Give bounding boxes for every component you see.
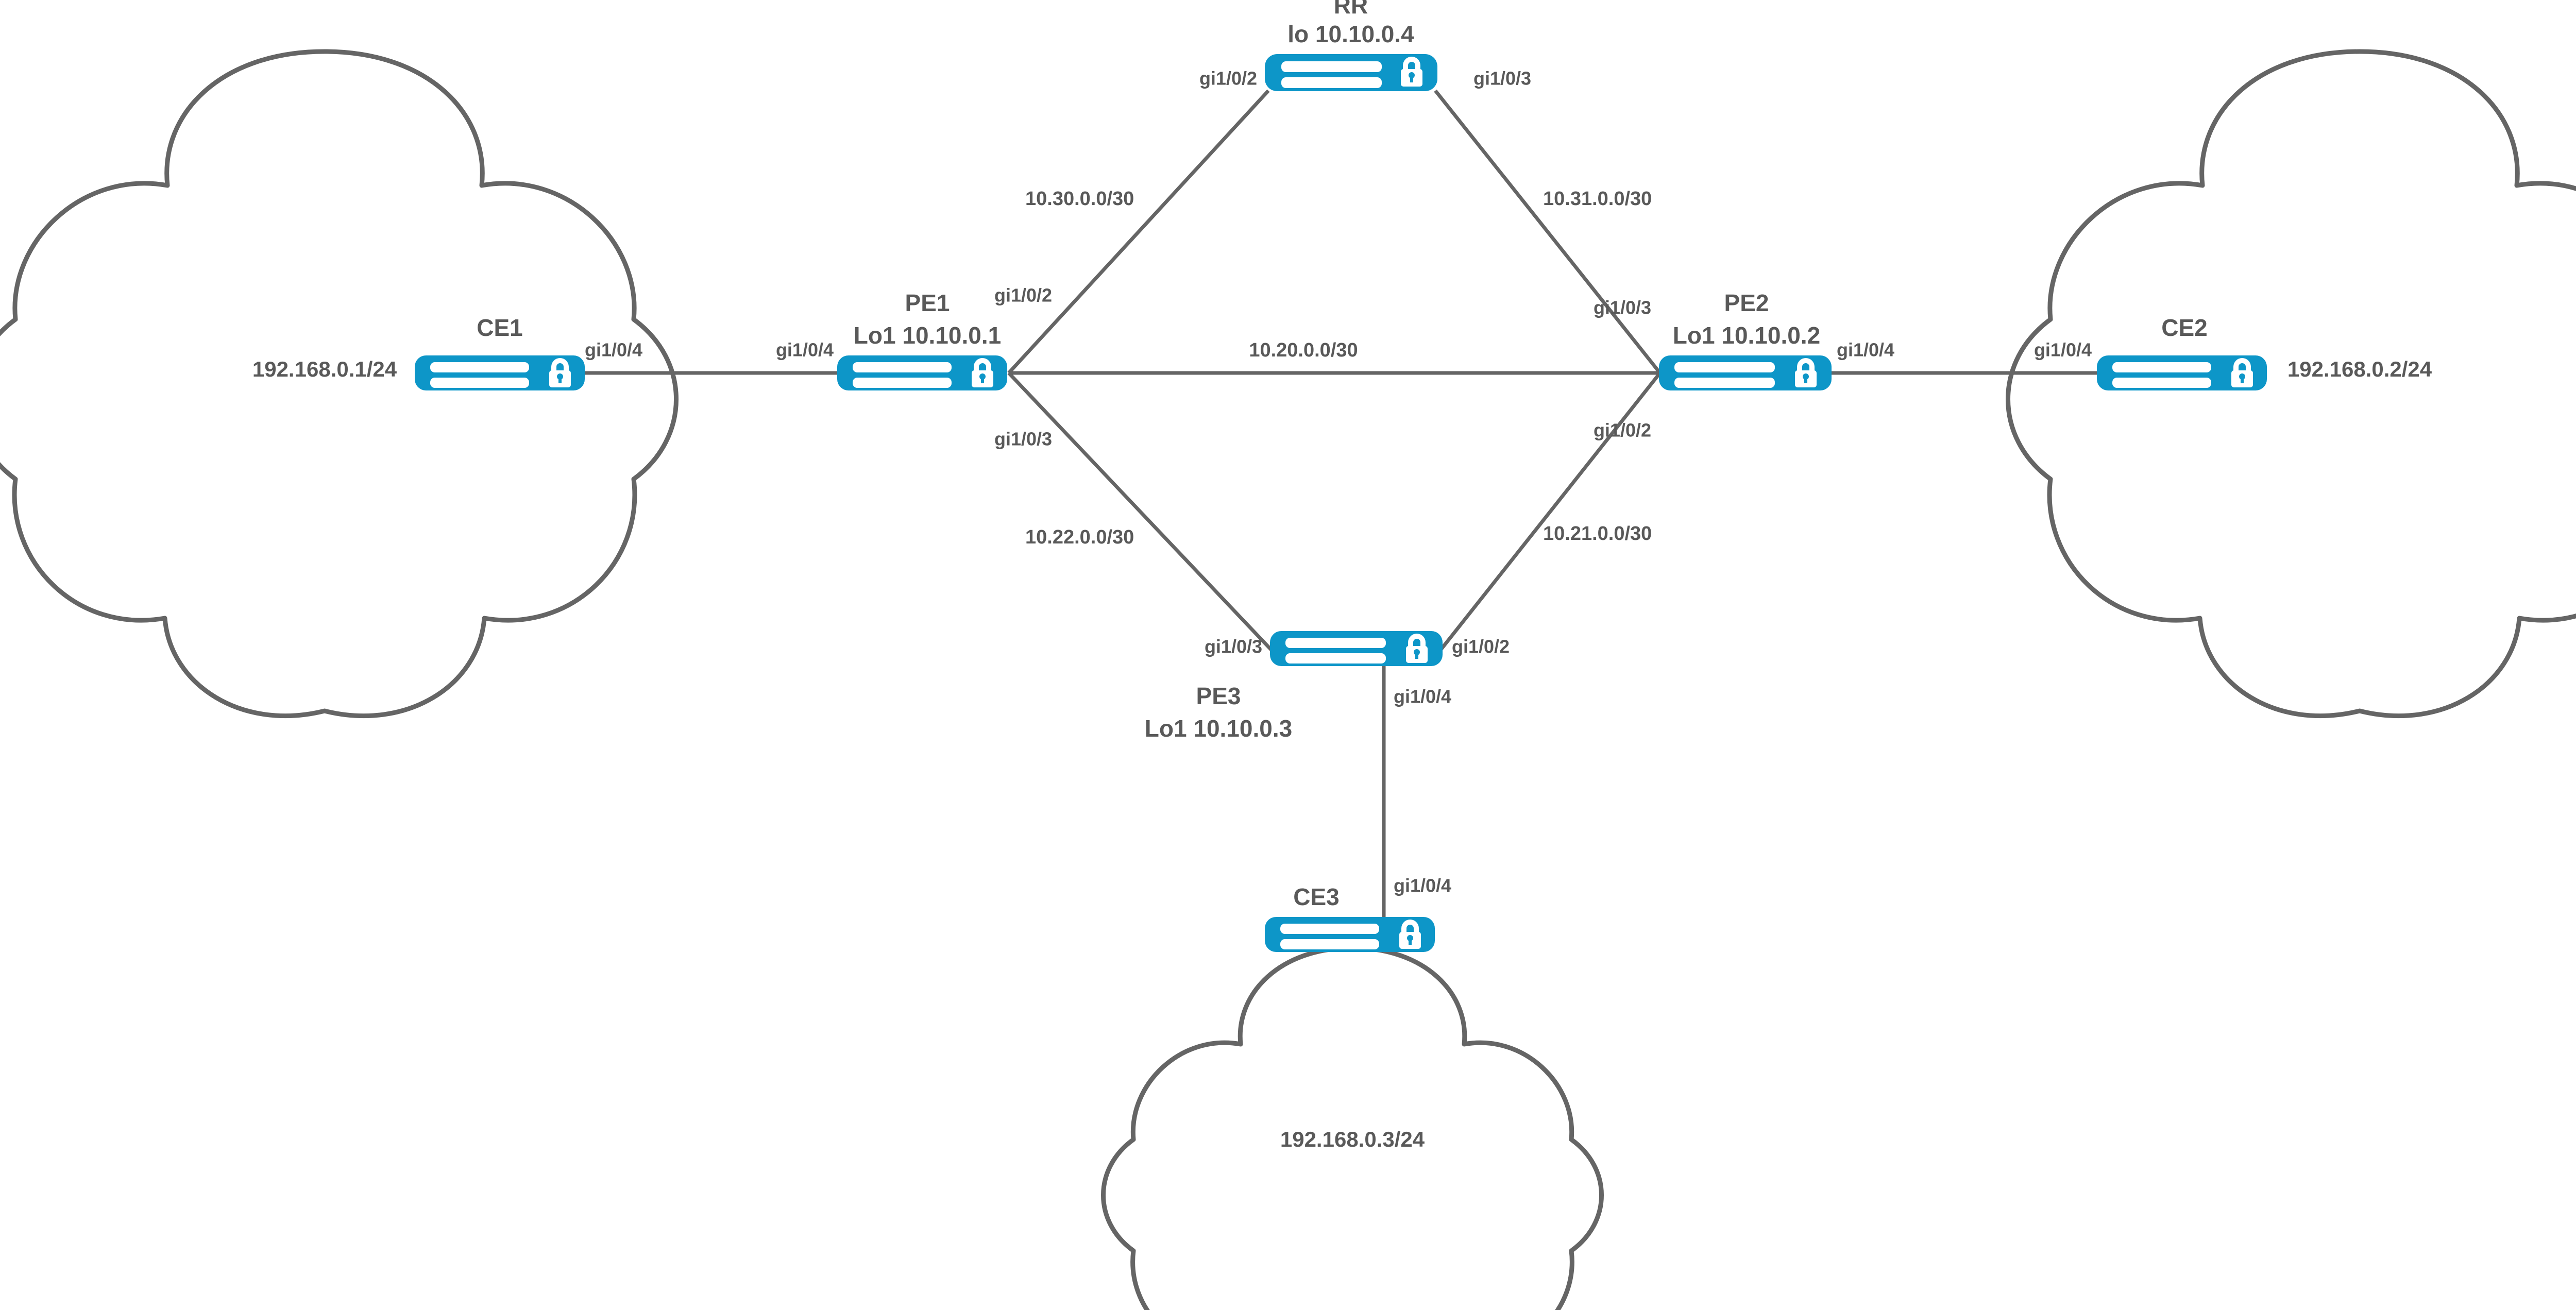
lock-icon xyxy=(1406,634,1428,663)
router-bar-bottom-icon xyxy=(1674,378,1775,388)
iface-label-rr-gi1-0-2: gi1/0/2 xyxy=(1199,68,1257,89)
subnet-label-pe1-rr: 10.30.0.0/30 xyxy=(1025,188,1134,210)
node-label-rr-line2: lo 10.10.0.4 xyxy=(1287,21,1414,47)
node-label-ce3-line1: CE3 xyxy=(1293,883,1339,910)
router-bar-top-icon xyxy=(1281,61,1382,72)
router-bar-top-icon xyxy=(1674,362,1775,372)
node-ce1[interactable]: CE1 xyxy=(415,314,585,390)
cloud-shape-icon xyxy=(2006,49,2576,718)
router-bar-bottom-icon xyxy=(1281,77,1382,88)
lock-icon xyxy=(2231,358,2253,387)
iface-label-rr-gi1-0-3: gi1/0/3 xyxy=(1473,68,1531,89)
iface-label-pe3-gi1-0-4: gi1/0/4 xyxy=(1394,686,1451,707)
iface-label-pe2-gi1-0-3: gi1/0/3 xyxy=(1594,297,1651,318)
link-line-pe1-rr xyxy=(1007,89,1270,375)
iface-label-ce1-gi1-0-4: gi1/0/4 xyxy=(585,339,642,361)
node-label-rr-line1: RR xyxy=(1334,0,1368,19)
node-label-pe2-line1: PE2 xyxy=(1724,290,1769,316)
router-nodes-group: CE1 PE1 Lo1 10.10.0.1 xyxy=(415,0,2267,952)
node-label-pe3-line2: Lo1 10.10.0.3 xyxy=(1145,715,1292,742)
node-label-pe1-line1: PE1 xyxy=(905,290,950,316)
link-line-pe3-pe2 xyxy=(1439,371,1662,652)
cloud-label-ce1: 192.168.0.1/24 xyxy=(252,357,397,381)
cloud-shape-icon xyxy=(0,49,679,718)
router-bar-bottom-icon xyxy=(1285,653,1386,663)
subnet-labels-group: 10.30.0.0/30 10.31.0.0/30 10.20.0.0/30 1… xyxy=(1025,188,1652,548)
node-label-ce1-line1: CE1 xyxy=(477,314,522,341)
router-bar-bottom-icon xyxy=(2112,378,2211,388)
node-label-ce2-line1: CE2 xyxy=(2161,314,2207,341)
cloud-shape-icon xyxy=(1101,945,1604,1310)
subnet-label-pe3-pe2: 10.21.0.0/30 xyxy=(1543,523,1652,545)
subnet-label-pe1-pe3: 10.22.0.0/30 xyxy=(1025,526,1134,548)
lock-icon xyxy=(1401,57,1422,87)
router-bar-top-icon xyxy=(853,362,952,372)
node-pe3[interactable]: PE3 Lo1 10.10.0.3 xyxy=(1145,631,1443,742)
router-bar-bottom-icon xyxy=(1280,939,1379,949)
cloud-group: 192.168.0.1/24 192.168.0.2/24 192.168.0.… xyxy=(0,49,2576,1310)
iface-label-pe2-gi1-0-4: gi1/0/4 xyxy=(1837,339,1894,361)
lock-icon xyxy=(549,358,571,387)
node-label-pe3-line1: PE3 xyxy=(1196,683,1241,709)
router-bar-bottom-icon xyxy=(853,378,952,388)
iface-label-pe1-gi1-0-4: gi1/0/4 xyxy=(776,339,834,361)
cloud-label-ce3: 192.168.0.3/24 xyxy=(1280,1127,1425,1151)
node-ce3[interactable]: CE3 xyxy=(1265,883,1435,952)
router-bar-top-icon xyxy=(430,362,529,372)
node-label-pe1-line2: Lo1 10.10.0.1 xyxy=(854,322,1001,349)
iface-label-ce2-gi1-0-4: gi1/0/4 xyxy=(2034,339,2092,361)
link-line-pe1-pe3 xyxy=(1007,371,1273,652)
subnet-label-pe1-pe2: 10.20.0.0/30 xyxy=(1249,339,1358,361)
iface-label-ce3-gi1-0-4: gi1/0/4 xyxy=(1394,875,1451,896)
lock-icon xyxy=(1795,358,1817,387)
link-line-rr-pe2 xyxy=(1434,89,1662,375)
link-lines-group xyxy=(585,89,2097,919)
iface-label-pe1-gi1-0-2: gi1/0/2 xyxy=(994,285,1052,306)
node-ce2[interactable]: CE2 xyxy=(2097,314,2267,390)
node-pe2[interactable]: PE2 Lo1 10.10.0.2 xyxy=(1659,290,1832,390)
router-bar-top-icon xyxy=(1280,924,1379,934)
router-bar-bottom-icon xyxy=(430,378,529,388)
router-bar-top-icon xyxy=(2112,362,2211,372)
node-pe1[interactable]: PE1 Lo1 10.10.0.1 xyxy=(837,290,1007,390)
cloud-label-ce2: 192.168.0.2/24 xyxy=(2287,357,2432,381)
cloud-ce2: 192.168.0.2/24 xyxy=(2006,49,2576,718)
cloud-ce3: 192.168.0.3/24 xyxy=(1101,945,1604,1310)
iface-label-pe2-gi1-0-2: gi1/0/2 xyxy=(1594,420,1651,441)
node-rr[interactable]: RR lo 10.10.0.4 xyxy=(1265,0,1437,91)
lock-icon xyxy=(972,358,993,387)
cloud-ce1: 192.168.0.1/24 xyxy=(0,49,679,718)
router-bar-top-icon xyxy=(1285,638,1386,648)
iface-label-pe3-gi1-0-2: gi1/0/2 xyxy=(1452,636,1510,657)
iface-label-pe1-gi1-0-3: gi1/0/3 xyxy=(994,429,1052,450)
interface-labels-group: gi1/0/4 gi1/0/4 gi1/0/2 gi1/0/2 gi1/0/3 … xyxy=(585,68,2092,896)
lock-icon xyxy=(1399,920,1421,949)
subnet-label-rr-pe2: 10.31.0.0/30 xyxy=(1543,188,1652,210)
node-label-pe2-line2: Lo1 10.10.0.2 xyxy=(1673,322,1820,349)
iface-label-pe3-gi1-0-3: gi1/0/3 xyxy=(1205,636,1262,657)
